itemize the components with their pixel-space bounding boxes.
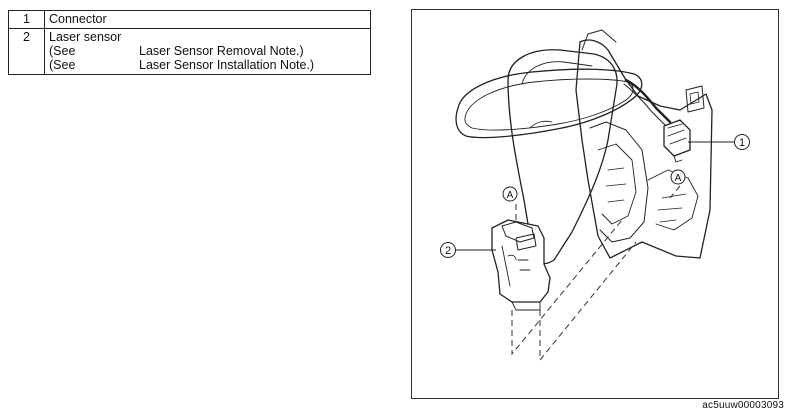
removal-note: (See Laser Sensor Removal Note.) [49, 44, 366, 58]
removal-note-link[interactable]: Laser Sensor Removal Note.) [139, 44, 304, 58]
installation-note: (See Laser Sensor Installation Note.) [49, 58, 366, 72]
headliner-cover [575, 39, 713, 259]
note-prefix: (See [49, 58, 76, 72]
laser-sensor [491, 219, 551, 303]
exploded-view-figure: 1 2 A A [411, 9, 779, 399]
note-prefix: (See [49, 44, 76, 58]
connector [663, 119, 691, 157]
table-row: 2 Laser sensor (See Laser Sensor Removal… [8, 28, 371, 75]
callout-connector: 1 [739, 137, 745, 149]
illustration: 1 2 A A [440, 29, 750, 362]
mirror-base [507, 49, 618, 265]
part-number: 1 [8, 10, 45, 29]
parts-table: 1 Connector 2 Laser sensor (See Laser Se… [8, 10, 371, 75]
part-description: Laser sensor (See Laser Sensor Removal N… [44, 28, 371, 75]
table-row: 1 Connector [8, 10, 371, 29]
figure-code: ac5uuw00003093 [702, 400, 784, 411]
installation-note-link[interactable]: Laser Sensor Installation Note.) [139, 58, 315, 72]
reference-mark-a: A [507, 190, 514, 201]
rear-view-mirror [455, 68, 643, 139]
part-name: Laser sensor [49, 30, 122, 44]
reference-mark-a: A [675, 173, 682, 184]
part-number: 2 [8, 28, 45, 75]
part-name: Connector [44, 10, 371, 29]
callout-laser-sensor: 2 [445, 245, 451, 257]
